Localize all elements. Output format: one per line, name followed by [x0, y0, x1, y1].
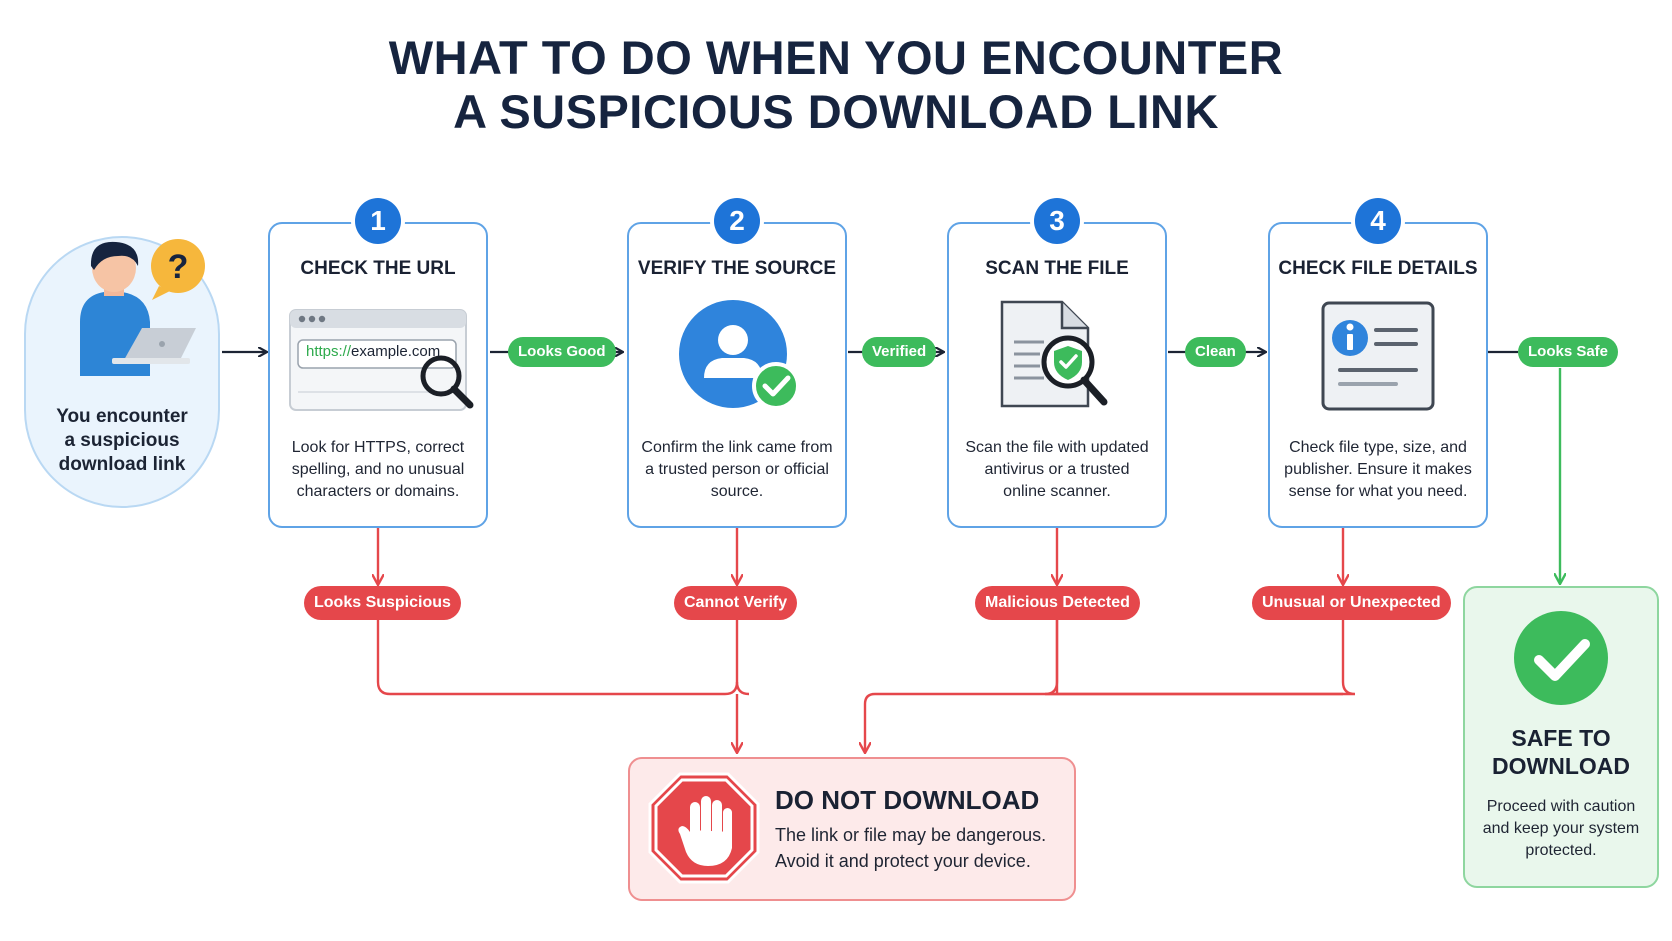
- stop-hand-icon: [648, 772, 760, 884]
- person-laptop-icon: ?: [80, 239, 205, 376]
- pass-label-looks-safe: Looks Safe: [1518, 337, 1619, 367]
- start-line-1: You encounter: [56, 406, 188, 427]
- step-title: CHECK THE URL: [300, 258, 456, 279]
- url-domain: example.com: [351, 343, 441, 360]
- url-bar-text: https://example.com: [306, 343, 440, 360]
- do-not-download-description: The link or file may be dangerous. Avoid…: [775, 825, 1047, 871]
- do-not-download-title: DO NOT DOWNLOAD: [775, 785, 1040, 815]
- step-card-check-file-details: [1268, 222, 1488, 528]
- safe-to-download-description: Proceed with caution and keep your syste…: [1482, 798, 1640, 859]
- checkmark-circle-icon: [1514, 611, 1608, 705]
- diagram-title-line2: A SUSPICIOUS DOWNLOAD LINK: [453, 85, 1219, 138]
- step-number-badge: 1: [355, 198, 401, 244]
- fail-label-looks-suspicious: Looks Suspicious: [304, 586, 461, 620]
- step-description: Scan the file with updated antivirus or …: [965, 439, 1149, 500]
- file-info-icon: [1321, 301, 1435, 411]
- pass-label-clean: Clean: [1185, 337, 1246, 367]
- verified-user-icon: [679, 300, 800, 410]
- document-shield-scan-icon: [1000, 300, 1108, 408]
- step-number-badge: 3: [1034, 198, 1080, 244]
- step-title: CHECK FILE DETAILS: [1278, 258, 1478, 279]
- url-protocol: https://: [306, 343, 352, 360]
- fail-label-cannot-verify: Cannot Verify: [674, 586, 798, 620]
- browser-magnifier-icon: [289, 309, 474, 411]
- step-description: Look for HTTPS, correct spelling, and no…: [291, 439, 465, 500]
- step-title: VERIFY THE SOURCE: [637, 258, 837, 279]
- fail-label-unusual-unexpected: Unusual or Unexpected: [1252, 586, 1451, 620]
- start-text: You encounter a suspicious download link: [24, 405, 220, 477]
- pass-label-verified: Verified: [862, 337, 937, 367]
- step-title: SCAN THE FILE: [985, 258, 1129, 279]
- step-description: Check file type, size, and publisher. En…: [1284, 439, 1472, 500]
- diagram-title-line1: WHAT TO DO WHEN YOU ENCOUNTER: [388, 31, 1284, 84]
- step-description: Confirm the link came from a trusted per…: [641, 439, 833, 500]
- pass-label-looks-good: Looks Good: [508, 337, 616, 367]
- start-line-3: download link: [58, 454, 186, 475]
- safe-to-download-title: SAFE TO DOWNLOAD: [1492, 725, 1630, 779]
- step-number-badge: 2: [714, 198, 760, 244]
- step-number-badge: 4: [1355, 198, 1401, 244]
- start-line-2: a suspicious: [64, 430, 180, 451]
- fail-label-malicious-detected: Malicious Detected: [975, 586, 1140, 620]
- question-bubble-icon: ?: [168, 248, 189, 286]
